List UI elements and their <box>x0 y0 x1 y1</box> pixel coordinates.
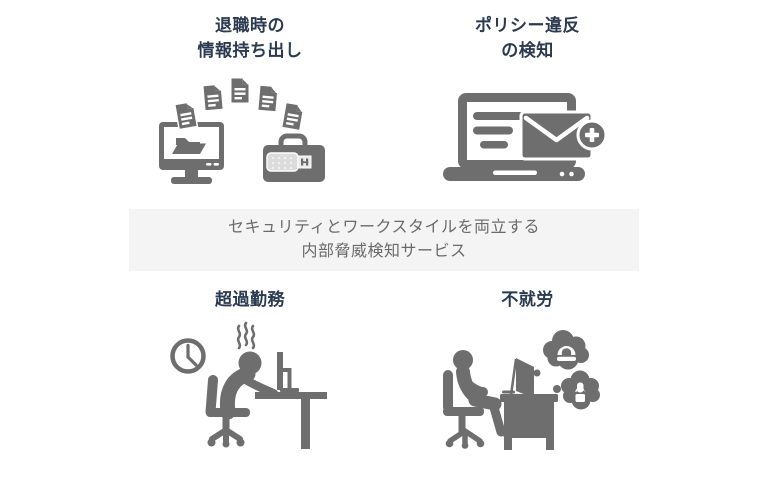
heading-overtime: 超過勤務 <box>140 287 360 312</box>
banner-line: セキュリティとワークスタイルを両立する <box>227 219 541 236</box>
monitor-documents-briefcase-usb-icon <box>140 75 360 210</box>
daydream-face-bubble <box>543 330 589 370</box>
heading-line: 情報持ち出し <box>197 41 303 60</box>
heading-line: ポリシー違反 <box>475 16 580 35</box>
banner-line: 内部脅威検知サービス <box>301 243 467 260</box>
heading-line: 不就労 <box>501 290 554 309</box>
heading-line: の検知 <box>501 41 554 60</box>
daydream-lipstick-bubble <box>561 370 600 410</box>
heading-line: 退職時の <box>215 16 285 35</box>
heading-data-exfiltration: 退職時の 情報持ち出し <box>140 13 360 63</box>
overtime-worker-clock-icon <box>155 320 335 460</box>
heading-not-working: 不就労 <box>420 287 635 312</box>
center-banner: セキュリティとワークスタイルを両立する 内部脅威検知サービス <box>129 209 639 271</box>
idle-worker-daydream-icon <box>430 320 630 470</box>
heading-line: 超過勤務 <box>215 290 285 309</box>
laptop-email-add-icon <box>440 85 620 195</box>
heading-policy-violation: ポリシー違反 の検知 <box>420 13 635 63</box>
